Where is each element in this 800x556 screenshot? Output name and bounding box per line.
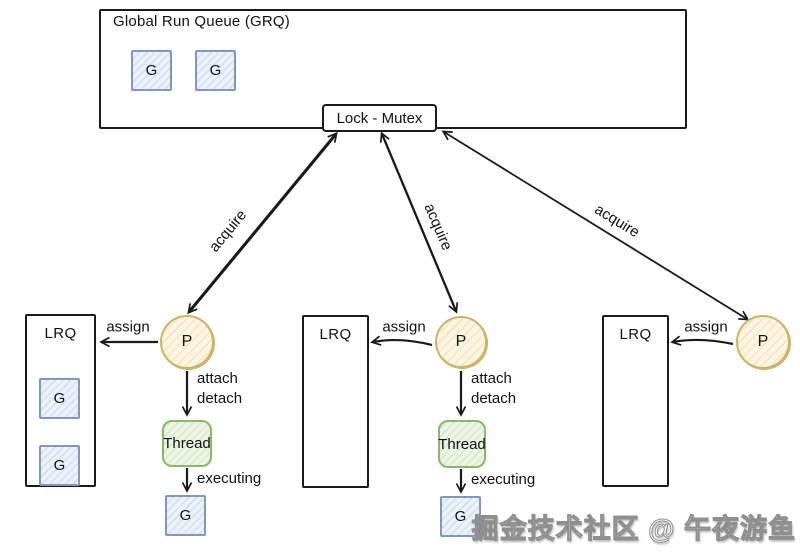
lrq-label: LRQ — [319, 326, 352, 343]
thread-box-left: Thread — [162, 420, 212, 467]
lock-mutex-box: Lock - Mutex — [322, 104, 437, 132]
p-circle-left: P — [160, 315, 214, 369]
p-circle-right: P — [736, 315, 790, 369]
goroutine-label: G — [454, 508, 467, 525]
assign-label-middle: assign — [382, 318, 426, 336]
goroutine-label: G — [179, 507, 192, 524]
lrq-box-right: LRQ — [602, 315, 669, 487]
goroutine-label: G — [209, 62, 222, 79]
p-label: P — [181, 333, 193, 350]
detach-label: detach — [471, 390, 517, 407]
assign-arrow-middle — [370, 335, 433, 347]
thread-label: Thread — [163, 435, 211, 452]
attach-detach-label-middle: attach detach — [471, 369, 516, 409]
executing-label-middle: executing — [471, 471, 536, 488]
lrq-goroutine-box: G — [39, 378, 80, 419]
grq-goroutine-box: G — [195, 50, 236, 91]
acquire-arrow-right — [441, 130, 750, 321]
detach-label: detach — [197, 390, 243, 407]
executing-goroutine-box-middle: G — [440, 496, 481, 537]
attach-label: attach — [197, 370, 238, 387]
grq-title: Global Run Queue (GRQ) — [113, 13, 290, 30]
lrq-box-middle: LRQ — [302, 315, 369, 488]
executing-label-left: executing — [197, 470, 262, 487]
lrq-label: LRQ — [44, 325, 77, 342]
executing-goroutine-box-left: G — [165, 495, 206, 536]
assign-label-right: assign — [684, 318, 728, 336]
attach-detach-label-left: attach detach — [197, 369, 242, 409]
assign-arrow-right — [670, 335, 734, 346]
lrq-goroutine-box: G — [39, 445, 80, 486]
acquire-arrow-left — [187, 131, 338, 315]
goroutine-label: G — [53, 390, 66, 407]
assign-label-left: assign — [106, 318, 150, 336]
goroutine-label: G — [53, 457, 66, 474]
p-label: P — [455, 333, 467, 350]
grq-goroutine-box: G — [131, 50, 172, 91]
goroutine-label: G — [145, 62, 158, 79]
p-label: P — [757, 333, 769, 350]
lrq-label: LRQ — [619, 326, 652, 343]
attach-label: attach — [471, 370, 512, 387]
thread-box-middle: Thread — [438, 420, 486, 468]
lock-mutex-label: Lock - Mutex — [336, 109, 423, 127]
watermark: 掘金技术社区 @ 午夜游鱼 — [471, 514, 796, 545]
p-circle-middle: P — [435, 316, 487, 368]
thread-label: Thread — [438, 435, 486, 453]
